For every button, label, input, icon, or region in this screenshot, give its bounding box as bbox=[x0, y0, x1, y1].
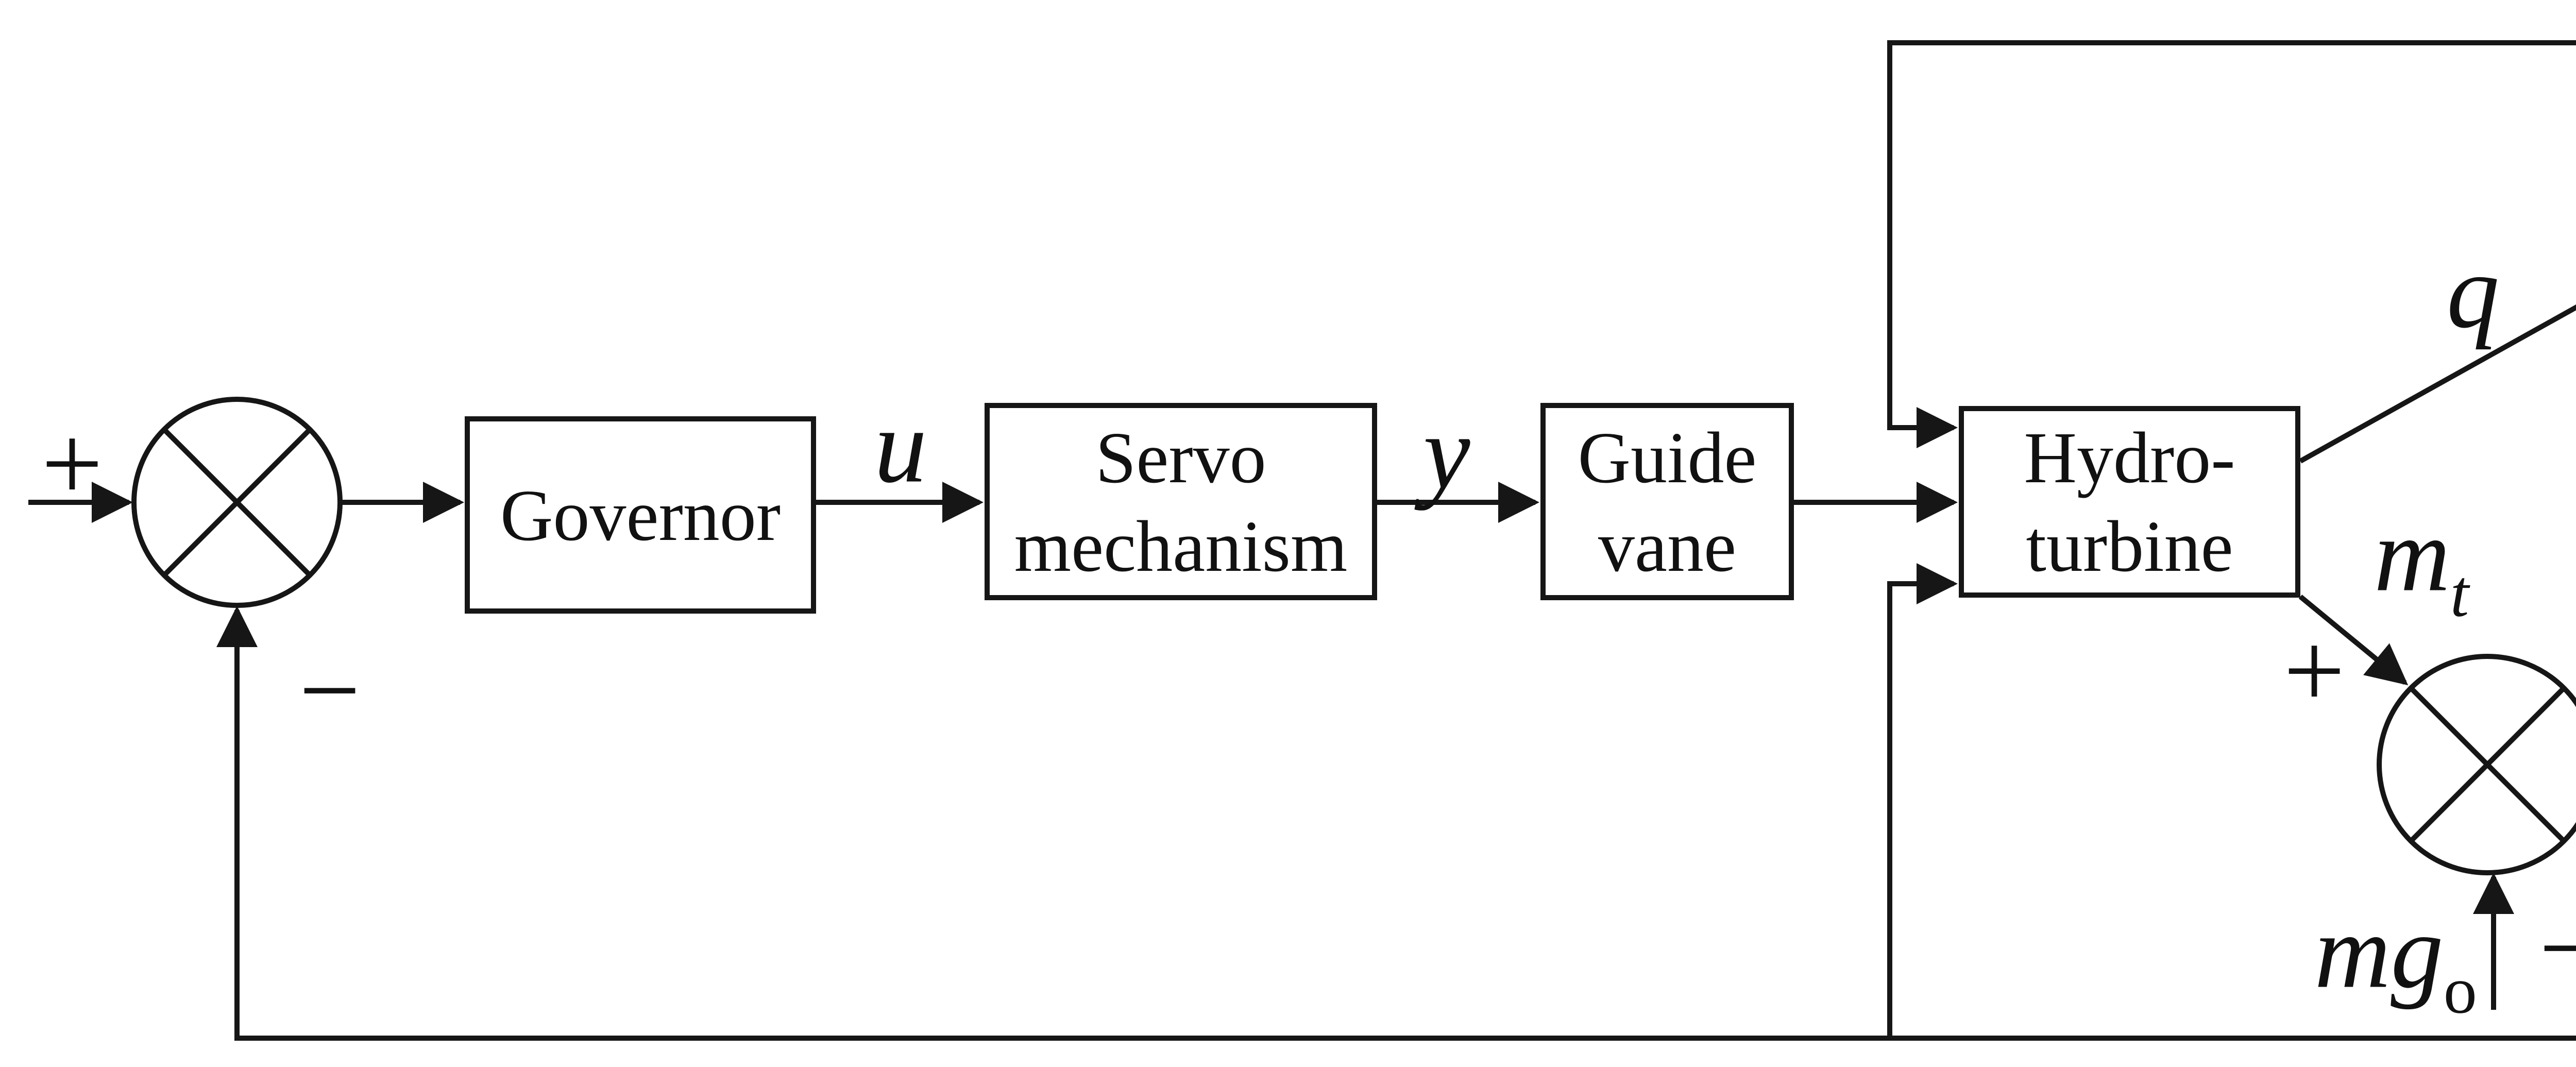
speed-tap-to-turbine-line bbox=[1887, 563, 1958, 1038]
reference-plus-sign: + bbox=[41, 403, 103, 524]
summing-junction-1-cross-icon bbox=[162, 428, 312, 577]
hydro-turbine-label-line1: Hydro- bbox=[2024, 417, 2235, 498]
servo-mechanism-1-block: Servo mechanism bbox=[985, 403, 1377, 600]
governor-label: Governor bbox=[500, 474, 781, 556]
turbine-torque-line bbox=[2298, 595, 2409, 686]
turbine-torque-plus-sign: + bbox=[2283, 610, 2345, 731]
signal-u-label: u bbox=[874, 387, 927, 505]
summing-junction-2 bbox=[2377, 654, 2576, 875]
flow-q-line bbox=[2299, 304, 2576, 464]
speed-feedback-minus-sign: − bbox=[299, 630, 361, 751]
hydro-turbine-block: Hydro- turbine bbox=[1959, 406, 2300, 598]
governor-block: Governor bbox=[465, 416, 816, 614]
hydro-turbine-label-line2: turbine bbox=[2026, 505, 2233, 587]
signal-mt-label: mt bbox=[2374, 496, 2469, 631]
signal-y-label: y bbox=[1423, 394, 1470, 511]
servo-mechanism-1-label-line2: mechanism bbox=[1014, 505, 1348, 587]
guide-vane-label-line1: Guide bbox=[1578, 416, 1757, 498]
guide-vane-label-line2: vane bbox=[1598, 505, 1737, 587]
head-feedback-line bbox=[1887, 40, 2576, 448]
servo-mechanism-1-label-line1: Servo bbox=[1095, 416, 1266, 498]
speed-feedback-loop-line bbox=[216, 606, 2576, 1041]
signal-mgo-label: mgo bbox=[2314, 893, 2477, 1028]
summing-junction-2-cross-icon bbox=[2409, 686, 2566, 843]
guide-vane-block: Guide vane bbox=[1540, 403, 1794, 600]
signal-q-label: q bbox=[2446, 233, 2500, 350]
load-torque-minus-sign: − bbox=[2539, 887, 2576, 1008]
